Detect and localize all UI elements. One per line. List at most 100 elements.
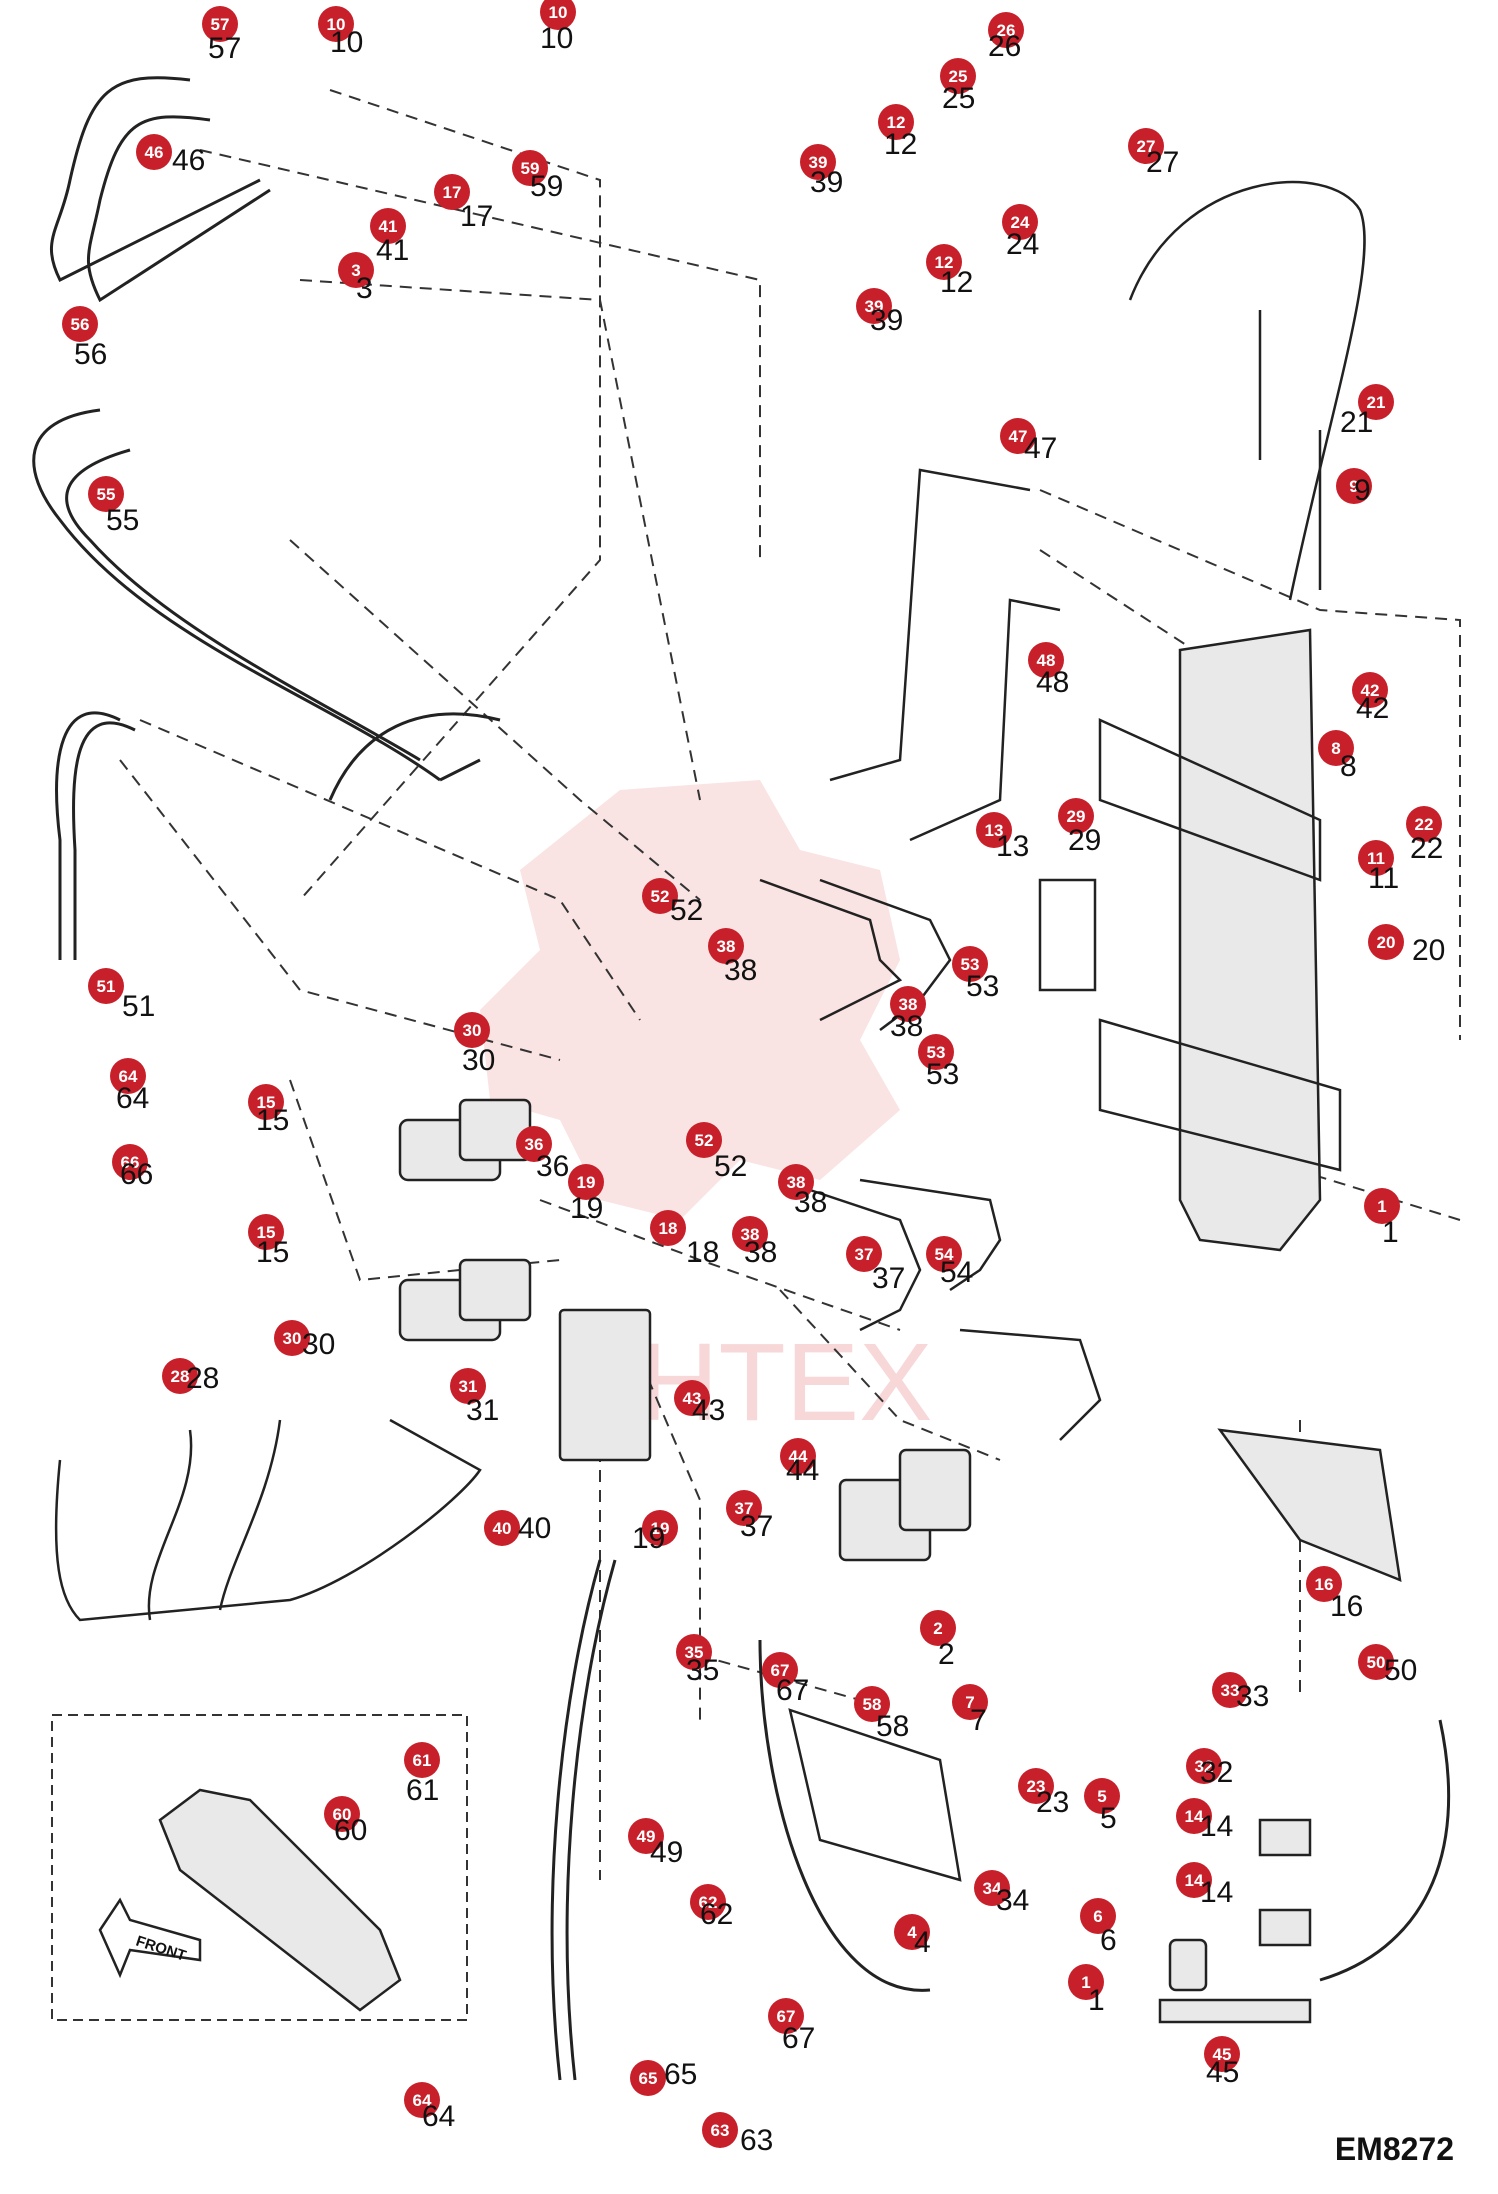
callout-badge[interactable]: 22	[920, 1610, 956, 1671]
svg-text:5: 5	[1100, 1802, 1117, 1835]
svg-text:16: 16	[1315, 1575, 1334, 1594]
callout-badge[interactable]: 99	[1336, 468, 1372, 507]
callout-badge[interactable]: 11	[1364, 1188, 1400, 1249]
inset-arrow-label: FRONT	[134, 1933, 188, 1965]
svg-text:9: 9	[1349, 477, 1358, 496]
callout-badge[interactable]: 55	[1084, 1778, 1120, 1835]
callout-badge[interactable]: 88	[1318, 730, 1357, 783]
svg-text:33: 33	[1236, 1680, 1269, 1713]
svg-text:31: 31	[466, 1394, 499, 1427]
svg-text:37: 37	[735, 1499, 754, 1518]
svg-text:61: 61	[406, 1774, 439, 1807]
callout-badge[interactable]: 44	[894, 1914, 931, 1959]
svg-text:10: 10	[549, 3, 568, 22]
svg-text:40: 40	[493, 1519, 512, 1538]
svg-text:57: 57	[211, 15, 230, 34]
svg-text:38: 38	[899, 995, 918, 1014]
svg-text:27: 27	[1137, 137, 1156, 156]
svg-text:20: 20	[1377, 933, 1396, 952]
svg-text:51: 51	[97, 977, 116, 996]
callout-badge[interactable]: 66	[1080, 1898, 1117, 1957]
callout-badge[interactable]: 77	[952, 1684, 988, 1737]
callout-badge[interactable]: 11	[1068, 1964, 1105, 2017]
svg-text:36: 36	[525, 1135, 544, 1154]
svg-text:37: 37	[855, 1245, 874, 1264]
callout-badge[interactable]: 33	[338, 252, 374, 305]
